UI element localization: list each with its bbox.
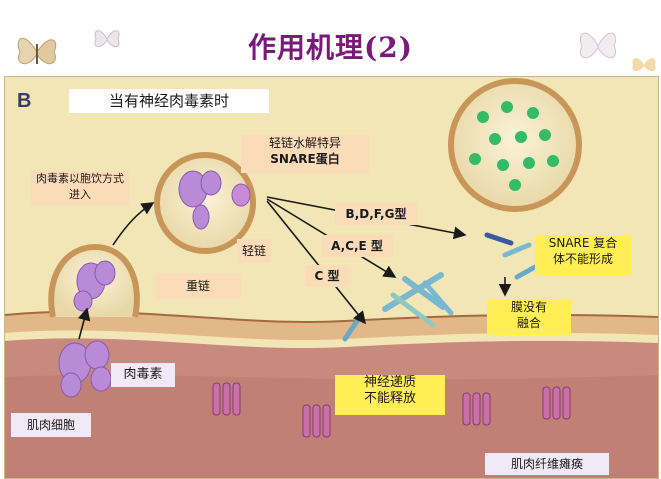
label-snare-line2: 体不能形成: [552, 252, 613, 266]
light-chain-molecule: [231, 183, 251, 207]
label-hydrolysis-line2: SNARE蛋白: [270, 152, 340, 166]
label-ace: A,C,E 型: [321, 235, 393, 257]
neurotransmitter-dots: [469, 101, 559, 191]
butterfly-icon: [17, 38, 57, 65]
label-snare-complex: SNARE 复合 体不能形成: [535, 235, 631, 275]
label-light-chain: 轻链: [237, 239, 271, 263]
label-membrane-line2: 融合: [516, 316, 541, 330]
label-neuro-line1: 神经递质: [363, 375, 416, 390]
butterfly-icon: [94, 30, 120, 48]
label-neuro-line2: 不能释放: [363, 391, 416, 406]
butterfly-icon: [632, 58, 656, 72]
label-membrane-line1: 膜没有: [510, 300, 547, 314]
caption-box: 当有神经肉毒素时: [69, 89, 269, 113]
mechanism-diagram-panel: B 当有神经肉毒素时 肉毒素以胞饮方式进入 轻链水解特异 SNARE蛋白 B,D…: [4, 76, 659, 479]
page-title: 作用机理(2): [248, 31, 413, 64]
label-c-type: C 型: [305, 265, 349, 287]
label-paralysis: 肌肉纤维瘫痪: [485, 453, 609, 475]
label-endocytosis: 肉毒素以胞饮方式进入: [31, 171, 129, 205]
label-muscle-cell: 肌肉细胞: [11, 413, 91, 437]
label-membrane-fusion: 膜没有 融合: [487, 299, 571, 335]
label-heavy-chain: 重链: [155, 273, 241, 299]
toxin-molecule-vesicle: [178, 170, 222, 230]
butterfly-icon: [580, 32, 616, 59]
label-snare-line1: SNARE 复合: [548, 236, 618, 250]
label-hydrolysis-line1: 轻链水解特异: [268, 136, 341, 150]
panel-letter: B: [17, 90, 31, 112]
toxin-molecule-pit: [73, 260, 116, 312]
label-hydrolysis: 轻链水解特异 SNARE蛋白: [241, 135, 369, 173]
label-bdfg: B,D,F,G型: [335, 203, 417, 225]
label-neurotransmitter: 神经递质 不能释放: [335, 375, 445, 415]
acetylcholine-receptors: [212, 382, 571, 438]
label-toxin: 肉毒素: [111, 363, 175, 387]
toxin-molecule-bottom: [58, 340, 112, 398]
